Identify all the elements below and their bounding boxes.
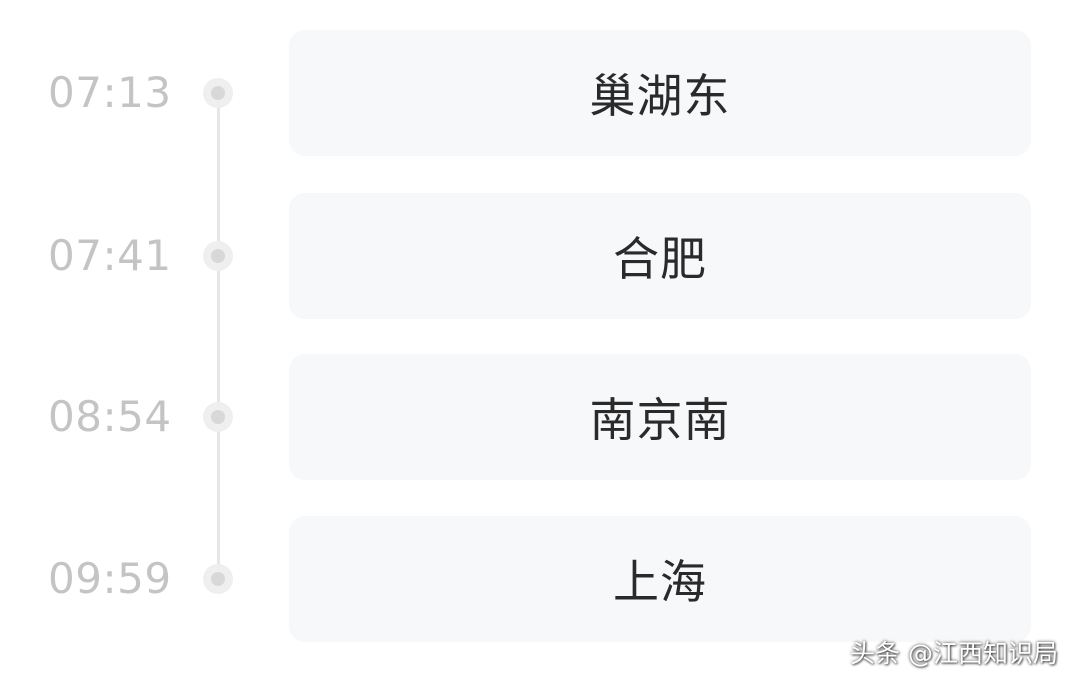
departure-time: 07:41 [48,231,172,280]
station-card[interactable]: 合肥 [289,193,1031,319]
station-name: 南京南 [589,393,731,447]
station-card[interactable]: 巢湖东 [289,30,1031,156]
departure-time: 07:13 [48,68,172,117]
departure-time: 08:54 [48,392,172,441]
departure-time: 09:59 [48,554,172,603]
stop-row: 09:59 上海 [0,516,1080,642]
station-name: 巢湖东 [589,69,731,123]
timeline-line [217,100,220,575]
station-card[interactable]: 上海 [289,516,1031,642]
station-card[interactable]: 南京南 [289,354,1031,480]
watermark: 头条 @江西知识局 [850,639,1058,668]
station-name: 上海 [613,555,707,609]
timeline-dot-icon [203,402,233,432]
station-name: 合肥 [613,232,707,286]
stop-row: 08:54 南京南 [0,354,1080,480]
stop-row: 07:13 巢湖东 [0,30,1080,156]
timeline-dot-icon [203,241,233,271]
timeline-dot-icon [203,564,233,594]
timeline-dot-icon [203,78,233,108]
stop-row: 07:41 合肥 [0,193,1080,319]
